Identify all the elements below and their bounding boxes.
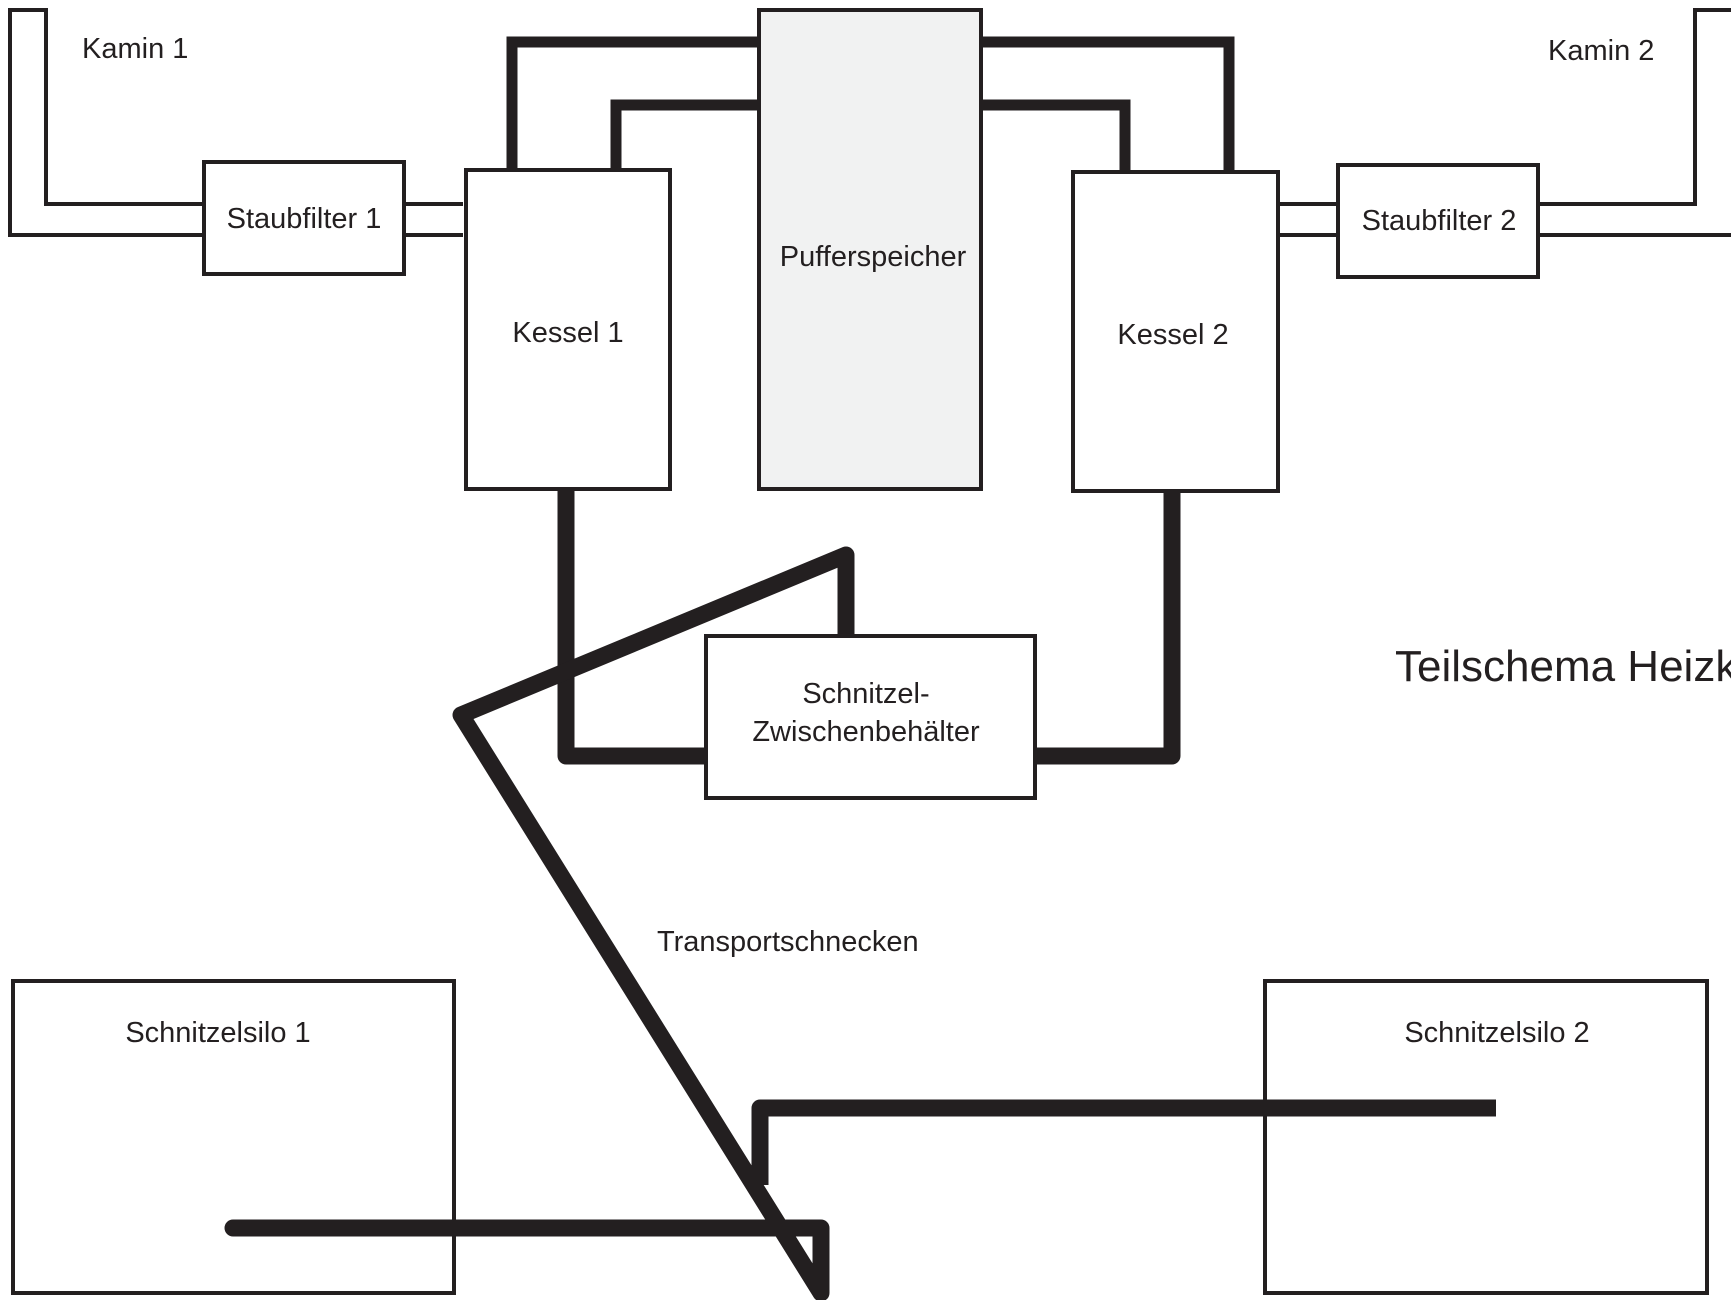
label-intermediate-line-1: Schnitzel- [802, 678, 929, 710]
boiler-2 [1071, 170, 1280, 493]
label-boiler-1: Kessel 1 [512, 317, 623, 349]
transport-screw-main [224, 546, 855, 1300]
chip-intermediate-container [704, 634, 1037, 800]
dust-filter-2 [1336, 163, 1540, 279]
label-chip-silo-1: Schnitzelsilo 1 [125, 1017, 310, 1049]
diagram-title: Teilschema Heizk [1395, 642, 1731, 691]
label-boiler-2: Kessel 2 [1117, 319, 1228, 351]
transport-screw-silo-2 [751, 1099, 1496, 1185]
pipes-boiler-1-buffer [506, 36, 760, 170]
label-chip-silo-2: Schnitzelsilo 2 [1404, 1017, 1589, 1049]
label-dust-filter-2: Staubfilter 2 [1362, 205, 1517, 237]
label-chimney-2: Kamin 2 [1548, 35, 1654, 67]
label-dust-filter-1: Staubfilter 1 [227, 203, 382, 235]
chimney-duct-1 [8, 8, 463, 237]
label-buffer-storage: Pufferspeicher [780, 241, 967, 273]
feed-pipe-boiler-2 [1034, 490, 1181, 765]
label-chimney-1: Kamin 1 [82, 33, 188, 65]
pipes-boiler-2-buffer [980, 36, 1235, 172]
label-transport-screws: Transportschnecken [657, 926, 919, 958]
chip-silo-1 [11, 979, 456, 1295]
label-intermediate-line-2: Zwischenbehälter [752, 716, 980, 748]
chip-silo-2 [1263, 979, 1709, 1295]
boiler-1 [464, 168, 672, 491]
feed-pipe-boiler-1 [557, 488, 706, 765]
dust-filter-1 [202, 160, 406, 276]
buffer-storage [757, 8, 983, 491]
